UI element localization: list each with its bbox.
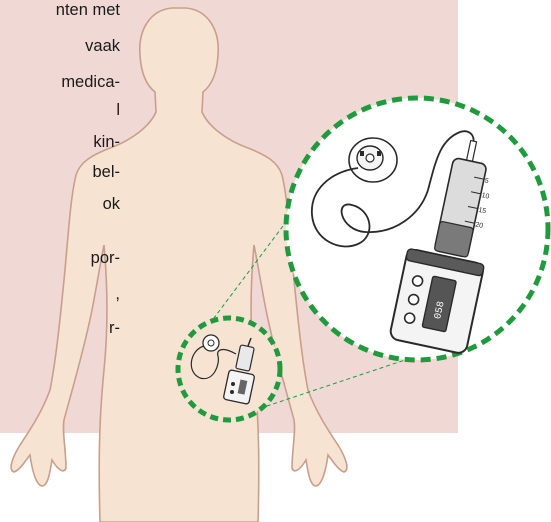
body-text-fragment: nten met vaak medica- l kin- bel- ok por… <box>0 0 120 380</box>
text-line-5: kin- <box>0 132 120 152</box>
infusion-set-icon <box>349 138 397 182</box>
text-line-8: por- <box>0 248 120 268</box>
small-zoom-circle <box>178 318 280 420</box>
text-line-9: , <box>0 284 120 304</box>
text-line-7: ok <box>0 194 120 214</box>
text-line-3: medica- <box>0 72 120 92</box>
text-line-10: r- <box>0 318 120 338</box>
text-line-6: bel- <box>0 162 120 182</box>
text-line-1: nten met <box>0 0 120 20</box>
text-line-4: l <box>0 100 120 120</box>
text-line-2: vaak <box>0 36 120 56</box>
